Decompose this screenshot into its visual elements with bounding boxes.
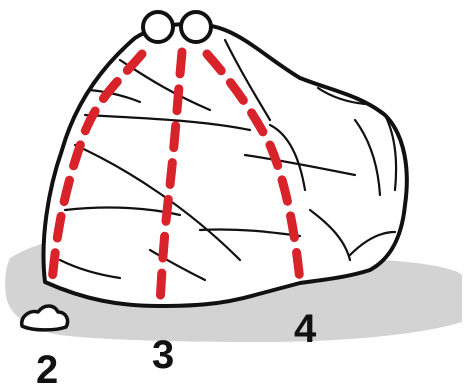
boulder — [44, 24, 407, 306]
route-label-3: 3 — [152, 333, 174, 377]
bolt-ring-icon — [143, 12, 173, 42]
route-label-4: 4 — [294, 307, 317, 351]
bolt-ring-icon — [181, 12, 211, 42]
route-label-2: 2 — [36, 348, 58, 390]
